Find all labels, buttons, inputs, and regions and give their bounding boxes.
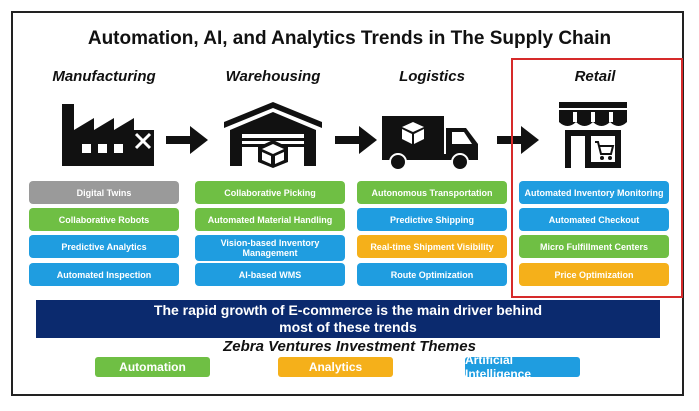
stage-title-retail: Retail bbox=[574, 68, 616, 85]
page-title: Automation, AI, and Analytics Trends in … bbox=[87, 28, 612, 49]
trend-card: Automated Inspection bbox=[29, 263, 179, 286]
factory-icon bbox=[62, 104, 154, 166]
trend-card: Collaborative Picking bbox=[195, 181, 345, 204]
trend-card: AI-based WMS bbox=[195, 263, 345, 286]
ecommerce-banner: The rapid growth of E-commerce is the ma… bbox=[36, 300, 660, 338]
stage-title-manufacturing: Manufacturing bbox=[52, 68, 156, 85]
stage-title-logistics: Logistics bbox=[399, 68, 465, 85]
trend-card: Automated Checkout bbox=[519, 208, 669, 231]
warehouse-icon bbox=[224, 102, 322, 168]
storefront-icon bbox=[559, 102, 627, 168]
trend-card: Predictive Shipping bbox=[357, 208, 507, 231]
arrow-right-icon bbox=[497, 126, 539, 154]
trend-card: Micro Fulfillment Centers bbox=[519, 235, 669, 258]
legend-artificial-intelligence: Artificial Intelligence bbox=[465, 353, 580, 381]
banner-line-1: The rapid growth of E-commerce is the ma… bbox=[153, 302, 543, 318]
arrow-right-icon bbox=[335, 126, 377, 154]
trend-card: Autonomous Transportation bbox=[357, 181, 507, 204]
arrow-right-icon bbox=[166, 126, 208, 154]
trend-card: Digital Twins bbox=[29, 181, 179, 204]
stage-title-warehousing: Warehousing bbox=[225, 68, 321, 85]
legend-automation: Automation bbox=[95, 357, 210, 377]
banner-line-2: most of these trends bbox=[279, 319, 417, 335]
trend-card: Automated Inventory Monitoring bbox=[519, 181, 669, 204]
themes-title: Zebra Ventures Investment Themes bbox=[223, 338, 476, 355]
trend-card: Vision-based Inventory Management bbox=[195, 235, 345, 261]
retail-highlight-box bbox=[511, 58, 683, 298]
delivery-truck-icon bbox=[382, 116, 478, 171]
legend-analytics: Analytics bbox=[278, 357, 393, 377]
trend-card: Collaborative Robots bbox=[29, 208, 179, 231]
trend-card: Route Optimization bbox=[357, 263, 507, 286]
trend-card: Price Optimization bbox=[519, 263, 669, 286]
trend-card: Predictive Analytics bbox=[29, 235, 179, 258]
trend-card: Automated Material Handling bbox=[195, 208, 345, 231]
trend-card: Real-time Shipment Visibility bbox=[357, 235, 507, 258]
